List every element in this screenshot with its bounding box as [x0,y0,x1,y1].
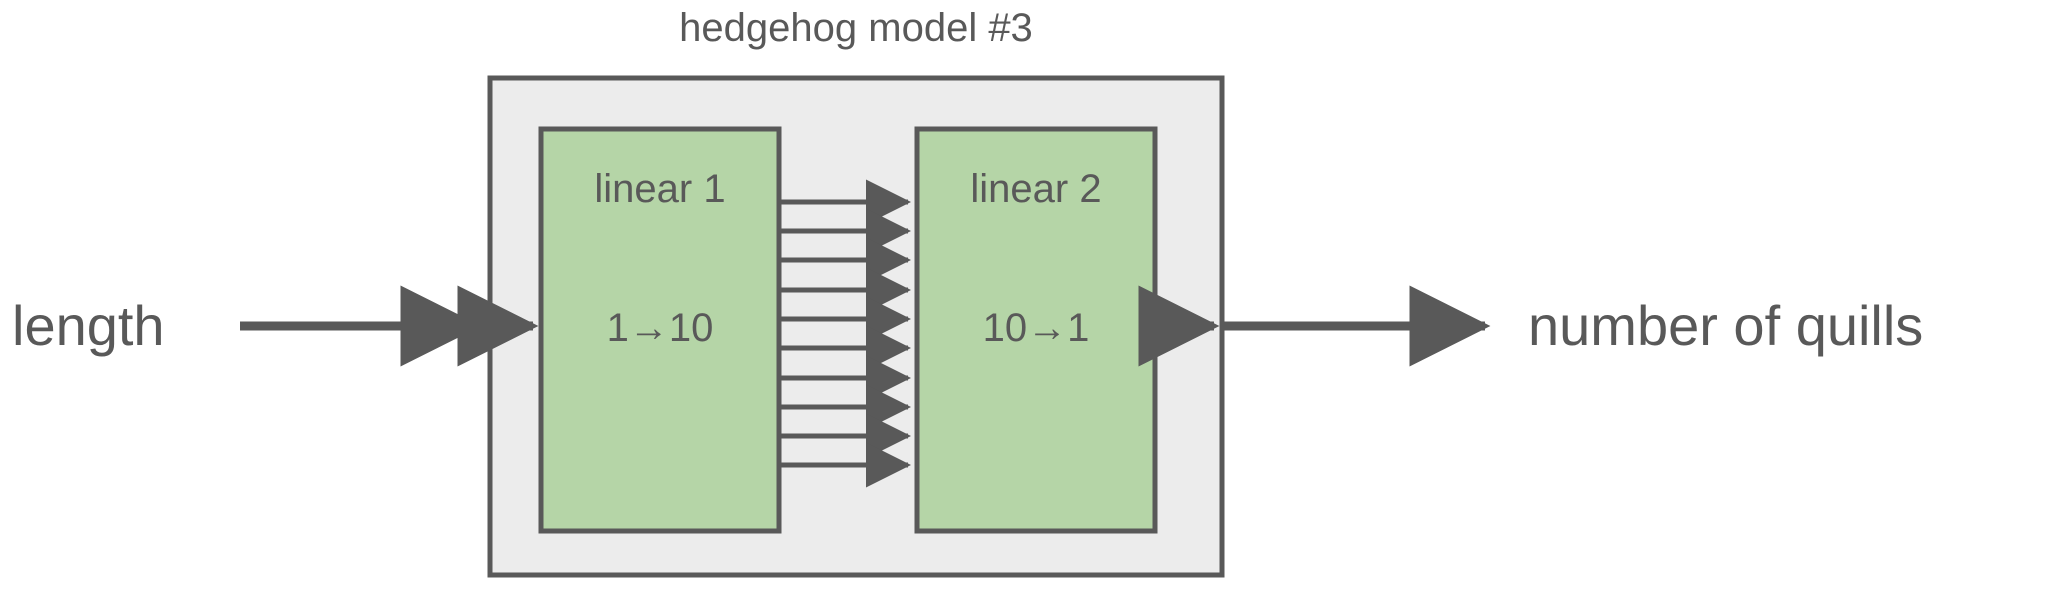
output-label: number of quills [1528,294,1923,357]
block-linear-2-shape: 10→1 [983,306,1090,350]
diagram-title: hedgehog model #3 [679,6,1033,50]
block-linear-1-label: linear 1 [594,167,725,211]
block-linear-1[interactable] [538,126,782,534]
block-linear-2-label: linear 2 [970,167,1101,211]
input-label: length [12,294,165,357]
hidden-unit-connectors [781,179,912,488]
block-linear-2[interactable] [914,126,1158,534]
block-linear-1-shape: 1→10 [607,306,714,350]
